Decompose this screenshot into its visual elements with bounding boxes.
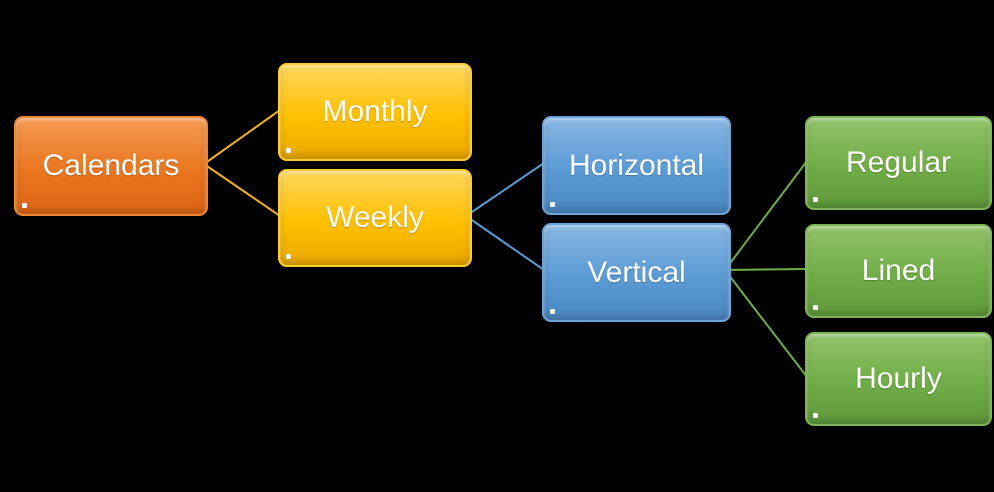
edge-weekly-vertical — [465, 215, 545, 271]
specular-dot — [550, 309, 555, 314]
node-regular-label: Regular — [845, 146, 952, 179]
node-regular: Regular — [805, 116, 992, 210]
edge-vertical-hourly — [724, 269, 808, 378]
specular-dot — [813, 305, 818, 310]
specular-dot — [22, 203, 27, 208]
specular-dot — [813, 197, 818, 202]
node-lined: Lined — [805, 224, 992, 318]
edge-calendars-weekly — [203, 163, 281, 217]
specular-dot — [550, 202, 555, 207]
edge-vertical-regular — [724, 160, 808, 271]
node-hourly: Hourly — [805, 332, 992, 426]
node-calendars: Calendars — [14, 116, 208, 216]
specular-dot — [286, 254, 291, 259]
edge-vertical-lined — [724, 268, 808, 271]
node-vertical-label: Vertical — [587, 255, 686, 289]
node-horizontal: Horizontal — [542, 116, 731, 215]
node-vertical: Vertical — [542, 223, 731, 322]
node-weekly-label: Weekly — [326, 201, 424, 234]
node-horizontal-label: Horizontal — [568, 148, 705, 182]
specular-dot — [286, 148, 291, 153]
node-monthly-label: Monthly — [322, 95, 428, 128]
node-calendars-label: Calendars — [42, 149, 180, 182]
node-monthly: Monthly — [278, 63, 472, 161]
node-lined-label: Lined — [861, 254, 936, 287]
node-weekly: Weekly — [278, 169, 472, 267]
specular-dot — [813, 413, 818, 418]
edge-weekly-horizontal — [465, 162, 545, 217]
edge-calendars-monthly — [203, 109, 281, 165]
node-hourly-label: Hourly — [855, 362, 942, 395]
